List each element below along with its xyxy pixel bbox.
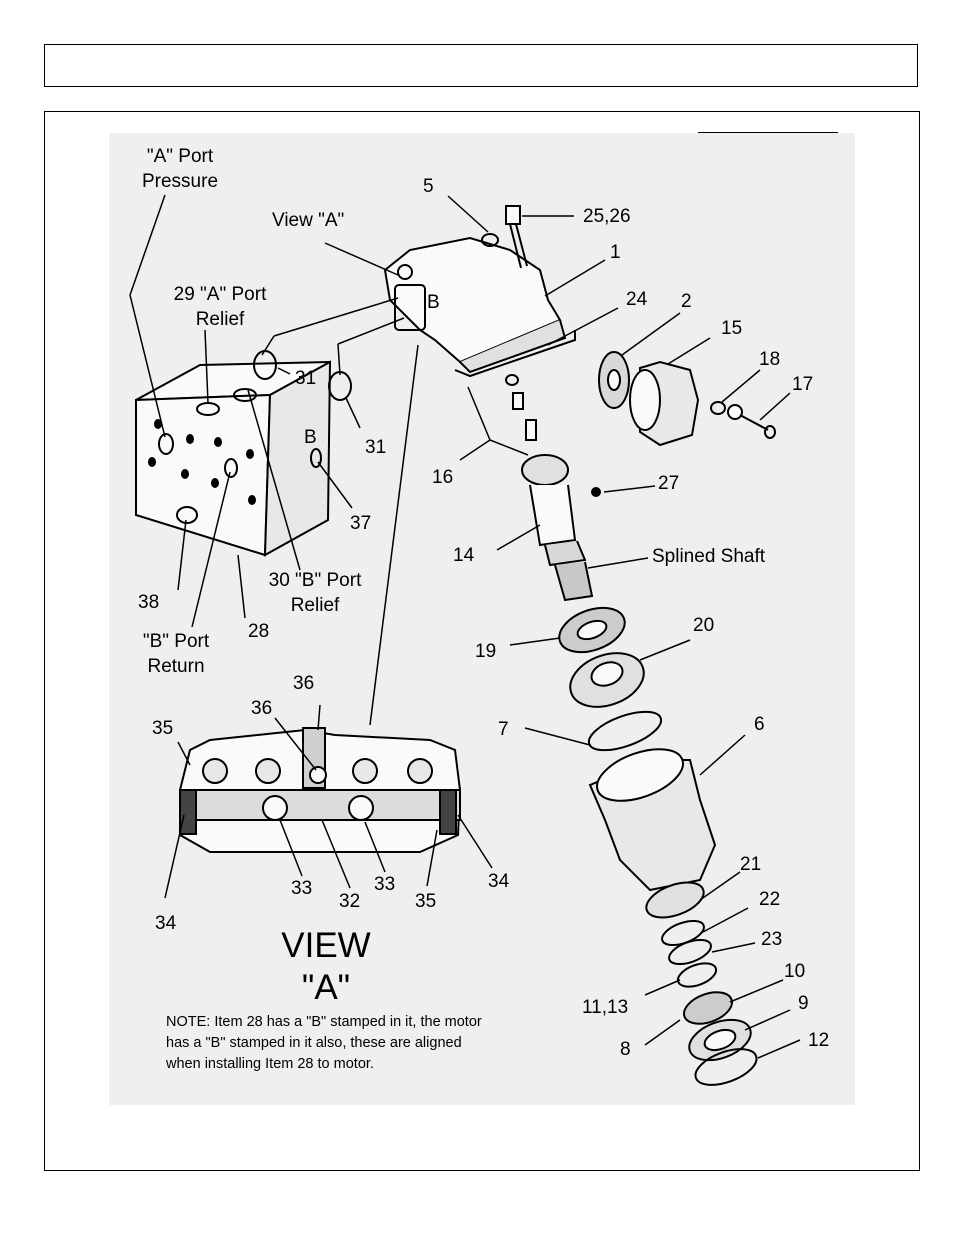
label-b-port-relief-line1: 30 "B" Port bbox=[268, 570, 362, 591]
label-part-10: 10 bbox=[784, 961, 806, 982]
label-b-port-relief-line2: Relief bbox=[290, 595, 340, 616]
ring-12 bbox=[694, 1048, 758, 1086]
label-part-8: 8 bbox=[620, 1039, 631, 1060]
label-part-22: 22 bbox=[759, 889, 781, 910]
view-a-section bbox=[179, 727, 462, 853]
label-part-6: 6 bbox=[754, 714, 765, 735]
key-27 bbox=[591, 487, 601, 497]
label-part-11-13: 11,13 bbox=[582, 997, 629, 1018]
label-part-37: 37 bbox=[350, 513, 372, 534]
label-part-34-right: 34 bbox=[488, 871, 510, 892]
shaft-14 bbox=[521, 454, 594, 602]
label-part-5: 5 bbox=[423, 176, 434, 197]
label-part-16: 16 bbox=[432, 467, 454, 488]
label-a-port-pressure-line2: Pressure bbox=[141, 171, 219, 192]
label-part-18: 18 bbox=[759, 349, 781, 370]
label-part-33-right: 33 bbox=[374, 874, 396, 895]
washer-5 bbox=[481, 233, 499, 247]
label-part-20: 20 bbox=[693, 615, 715, 636]
label-part-38: 38 bbox=[138, 592, 160, 613]
label-part-34-left: 34 bbox=[155, 913, 177, 934]
label-part-36-top: 36 bbox=[293, 673, 315, 694]
label-part-15: 15 bbox=[721, 318, 743, 339]
label-part-25-26: 25,26 bbox=[583, 206, 631, 227]
label-part-31-upper: 31 bbox=[295, 368, 317, 389]
label-b-stamp-head: B bbox=[427, 292, 440, 313]
view-a-title-line2: "A" bbox=[301, 968, 351, 1007]
bolt-17 bbox=[727, 404, 776, 439]
housing-6 bbox=[588, 748, 717, 892]
label-part-23: 23 bbox=[761, 929, 783, 950]
label-b-port-return-line1: "B" Port bbox=[142, 631, 210, 652]
label-part-36-left: 36 bbox=[251, 698, 273, 719]
label-part-14: 14 bbox=[453, 545, 475, 566]
manifold-block bbox=[135, 360, 332, 557]
label-a-port-relief-line1: 29 "A" Port bbox=[173, 284, 267, 305]
seal-carrier-20 bbox=[569, 652, 645, 708]
label-part-1: 1 bbox=[610, 242, 621, 263]
label-b-stamp-block: B bbox=[304, 427, 317, 448]
label-part-35-left: 35 bbox=[152, 718, 174, 739]
gear-set-2 bbox=[598, 351, 630, 409]
leader-lines bbox=[129, 194, 801, 1059]
label-splined-shaft: Splined Shaft bbox=[652, 546, 766, 567]
diagram-frame bbox=[44, 111, 920, 1171]
label-b-port-return-line2: Return bbox=[147, 656, 205, 677]
washer-10 bbox=[683, 991, 733, 1025]
label-part-31-lower: 31 bbox=[365, 437, 387, 458]
header-frame bbox=[44, 44, 918, 87]
bolt-25-26 bbox=[505, 205, 528, 269]
label-a-port-pressure-line1: "A" Port bbox=[146, 146, 214, 167]
label-part-24: 24 bbox=[626, 289, 648, 310]
o-ring-7 bbox=[587, 710, 663, 752]
label-part-17: 17 bbox=[792, 374, 814, 395]
label-part-19: 19 bbox=[475, 641, 497, 662]
label-part-21: 21 bbox=[740, 854, 762, 875]
label-part-28: 28 bbox=[248, 621, 270, 642]
label-part-2: 2 bbox=[681, 291, 692, 312]
o-ring-31-lower bbox=[328, 371, 352, 401]
bearing-19 bbox=[558, 606, 626, 654]
label-part-12: 12 bbox=[808, 1030, 830, 1051]
label-view-a-callout: View "A" bbox=[272, 210, 345, 231]
label-part-27: 27 bbox=[658, 473, 680, 494]
ring-11-13 bbox=[676, 962, 718, 988]
bearing-21 bbox=[645, 881, 705, 919]
installation-note: NOTE: Item 28 has a "B" stamped in it, t… bbox=[166, 1014, 482, 1072]
motor-head bbox=[383, 236, 576, 378]
label-part-7: 7 bbox=[498, 719, 509, 740]
relief-valve-16 bbox=[505, 374, 537, 441]
view-a-title-line1: VIEW bbox=[281, 926, 371, 965]
label-part-9: 9 bbox=[798, 993, 809, 1014]
label-part-32: 32 bbox=[339, 891, 361, 912]
label-a-port-relief-line2: Relief bbox=[195, 309, 245, 330]
label-part-33-left: 33 bbox=[291, 878, 313, 899]
label-part-35-right: 35 bbox=[415, 891, 437, 912]
ring-23 bbox=[668, 938, 712, 966]
nut-18 bbox=[710, 401, 726, 415]
gear-housing-15 bbox=[629, 360, 700, 447]
